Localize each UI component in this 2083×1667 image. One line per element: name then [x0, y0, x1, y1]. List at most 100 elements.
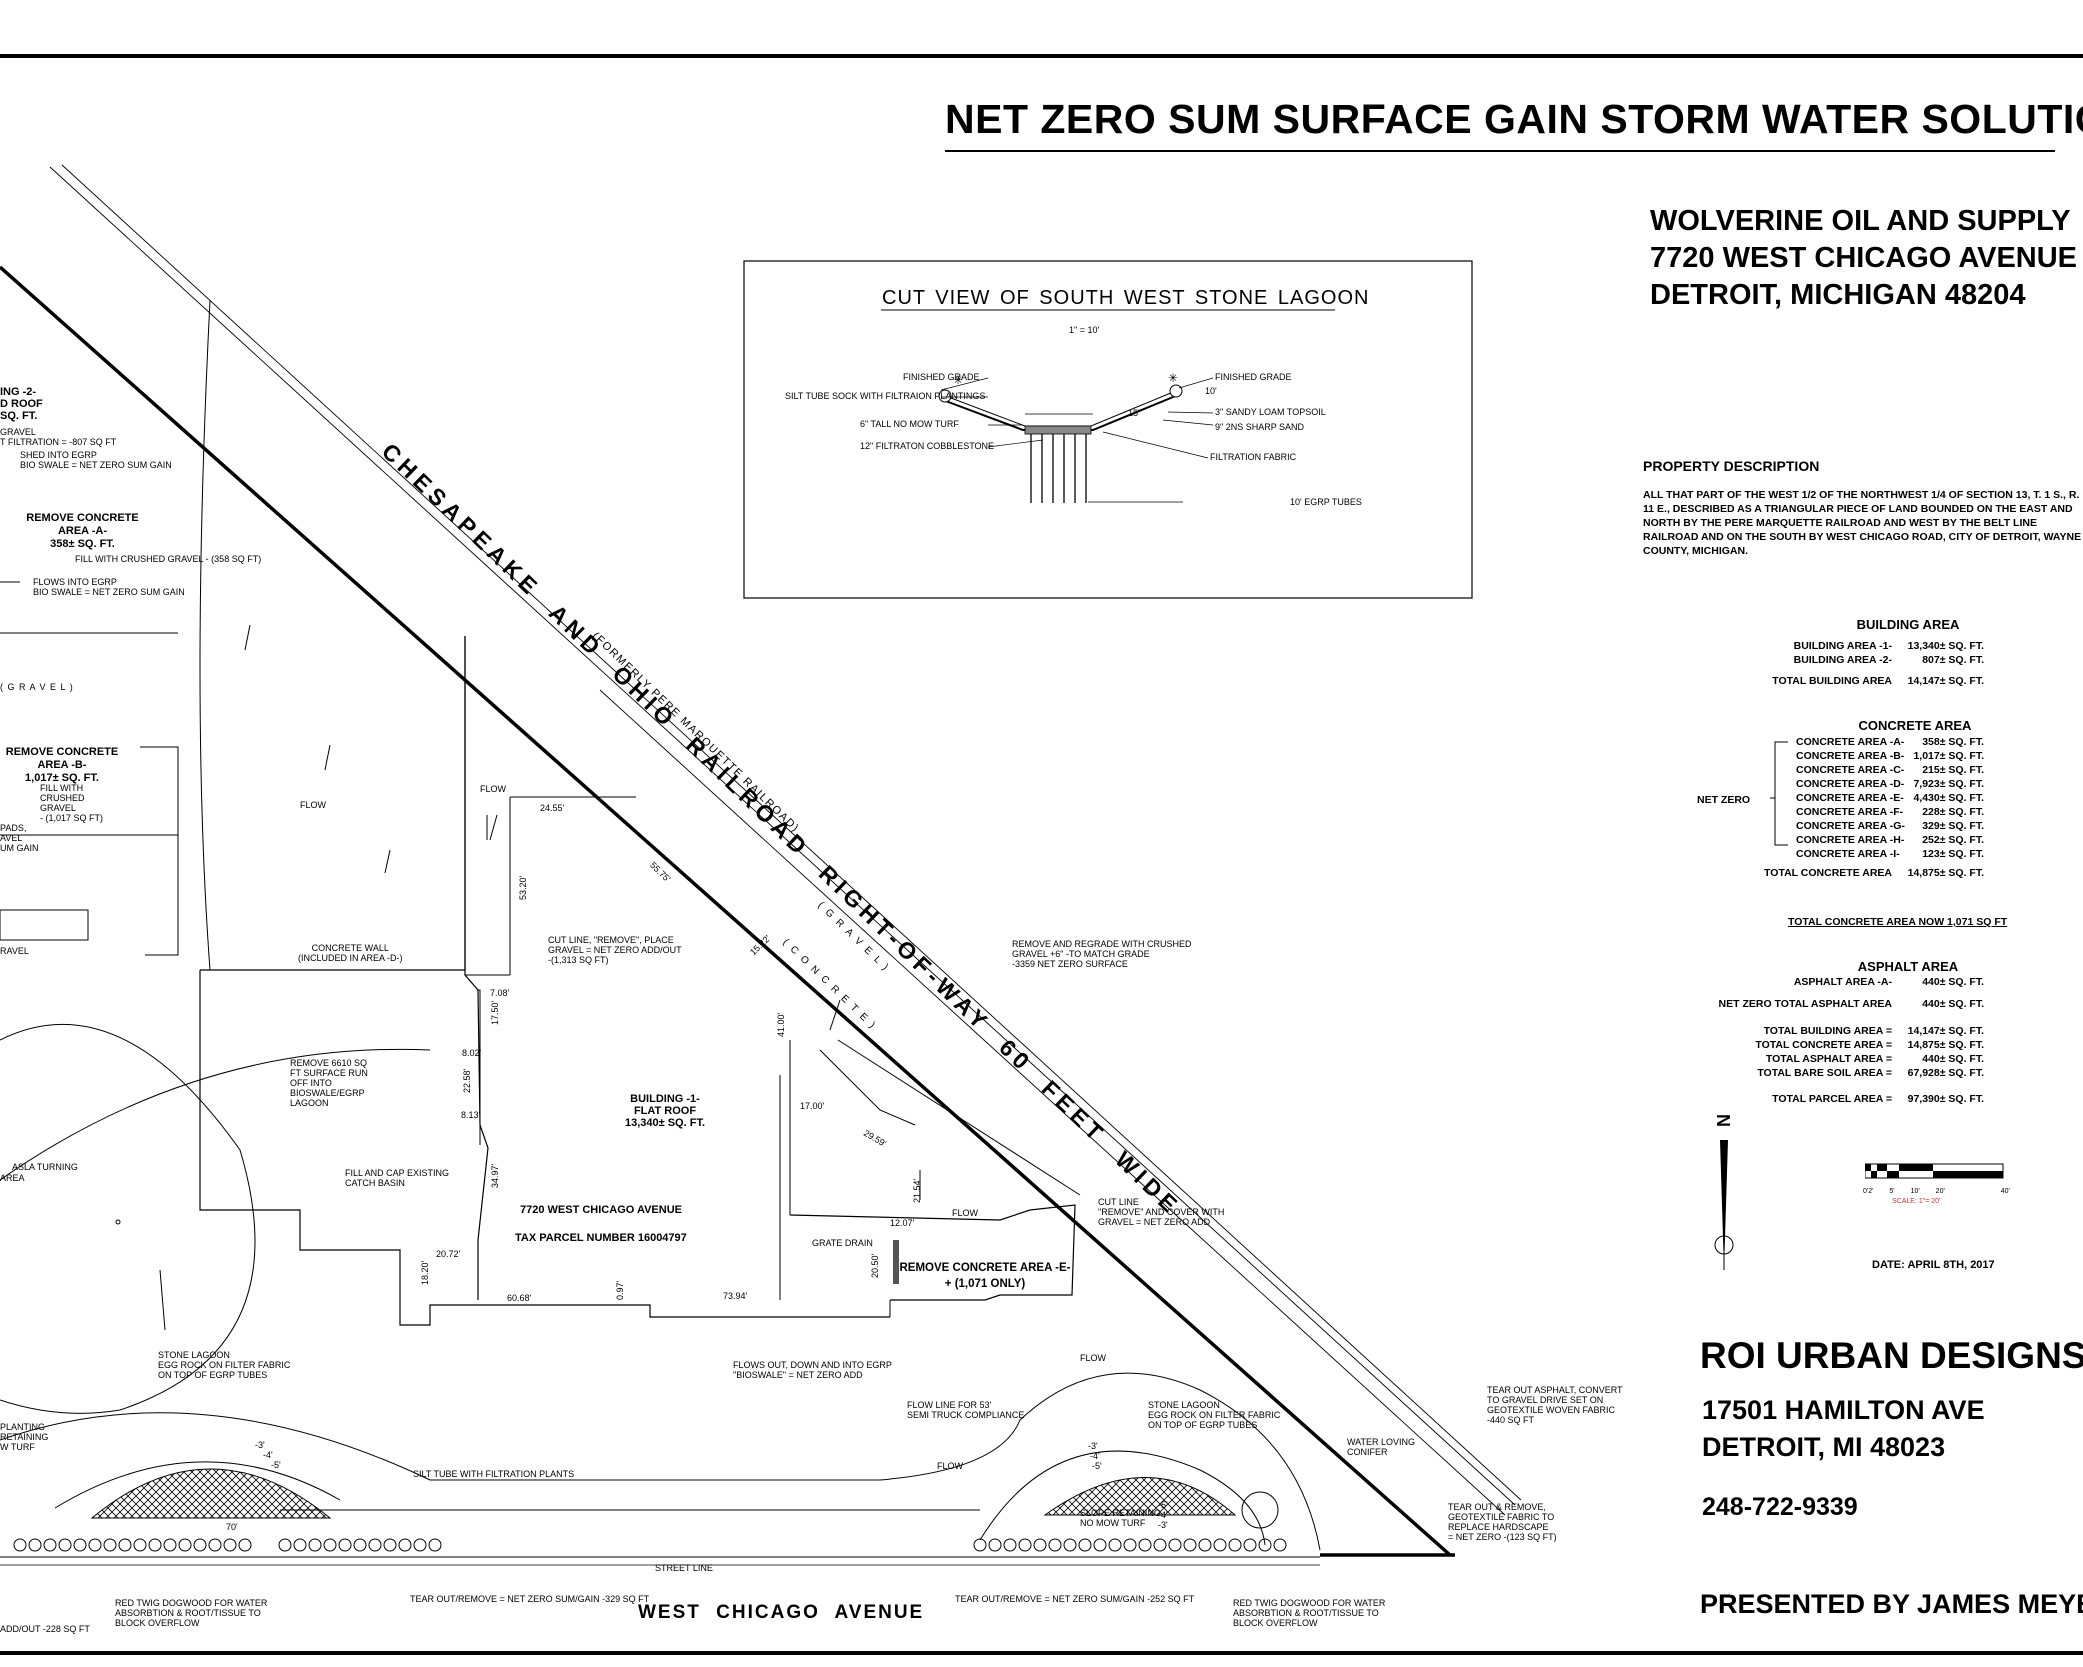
cut-label-finished-grade-right: FINISHED GRADE	[1215, 372, 1292, 382]
cut-label-sand: 9" 2NS SHARP SAND	[1215, 422, 1305, 432]
totals-asphalt: TOTAL ASPHALT AREA =440± SQ. FT.	[1765, 1053, 1984, 1065]
concrete-area-row: CONCRETE AREA -G-329± SQ. FT.	[1796, 820, 1984, 832]
cut-label-fabric: FILTRATION FABRIC	[1210, 452, 1297, 462]
totals-building: TOTAL BUILDING AREA =14,147± SQ. FT.	[1763, 1025, 1984, 1037]
svg-text:✳: ✳	[953, 373, 963, 387]
site-address: 7720 WEST CHICAGO AVENUE	[520, 1204, 682, 1216]
dim-73-94: 73.94'	[723, 1291, 748, 1301]
grate-drain-label: GRATE DRAIN	[812, 1238, 873, 1248]
remove-concrete-e-label: REMOVE CONCRETE AREA -E-+ (1,071 ONLY)	[899, 1262, 1071, 1290]
remove-a-fill-note: FILL WITH CRUSHED GRAVEL - (358 SQ FT)	[75, 554, 262, 564]
flow-label-5: FLOW	[937, 1461, 963, 1471]
cut-dim-15: 15'	[1128, 408, 1140, 418]
cut-label-tubes: 10' EGRP TUBES	[1290, 497, 1362, 507]
flow-line-note: FLOW LINE FOR 53'SEMI TRUCK COMPLIANCE	[907, 1400, 1025, 1420]
remove-a-bioswale-note: BIO SWALE = NET ZERO SUM GAIN	[33, 587, 185, 597]
dim-70: 70'	[226, 1522, 238, 1532]
designer-name: ROI URBAN DESIGNS	[1700, 1335, 2083, 1376]
concrete-wall-note: CONCRETE WALL(INCLUDED IN AREA -D-)	[298, 943, 403, 963]
cut-view-title: CUT VIEW OF SOUTH WEST STONE LAGOON	[882, 287, 1370, 309]
gravel-left-label: ( G R A V E L )	[0, 682, 74, 692]
tax-parcel: TAX PARCEL NUMBER 16004797	[515, 1232, 687, 1244]
designer-address: 17501 HAMILTON AVE DETROIT, MI 48023	[1702, 1392, 1985, 1466]
dim-34-97: 34.97'	[490, 1163, 500, 1188]
cut-dim-10: 10'	[1205, 386, 1217, 396]
dim-22-58: 22.58'	[462, 1068, 472, 1093]
owner-block: WOLVERINE OIL AND SUPPLY 7720 WEST CHICA…	[1650, 203, 2077, 314]
tear-252-note: TEAR OUT/REMOVE = NET ZERO SUM/GAIN -252…	[955, 1594, 1195, 1604]
net-zero-bracket	[1770, 741, 1788, 846]
building-area-1: BUILDING AREA -1-13,340± SQ. FT.	[1793, 640, 1984, 652]
concrete-area-row: CONCRETE AREA -I-123± SQ. FT.	[1796, 848, 1984, 860]
cut-label-finished-grade-left: FINISHED GRADE	[903, 372, 980, 382]
dim-17-50: 17.50'	[490, 1000, 500, 1025]
owner-name: WOLVERINE OIL AND SUPPLY	[1650, 205, 2071, 237]
cut-view-diagram: ✳ ✳	[743, 260, 1473, 599]
title-underline	[945, 150, 2055, 152]
right-lagoon-depths-left: -3'-4'-5'	[1088, 1441, 1102, 1471]
left-lagoon-depths: -3'-4'-5'	[255, 1440, 281, 1470]
dim-12-07: 12.07'	[890, 1218, 915, 1228]
svg-text:✳: ✳	[1168, 371, 1178, 385]
dim-24-55: 24.55'	[540, 803, 565, 813]
right-lagoon-depths-right: -5'-4'-3'	[1158, 1500, 1168, 1530]
owner-city: DETROIT, MICHIGAN 48204	[1650, 279, 2026, 311]
designer-street: 17501 HAMILTON AVE	[1702, 1395, 1985, 1425]
dim-41-00: 41.00'	[776, 1012, 786, 1037]
designer-city: DETROIT, MI 48023	[1702, 1432, 1946, 1462]
dim-7-08: 7.08'	[490, 988, 510, 998]
concrete-area-row: CONCRETE AREA -B-1,017± SQ. FT.	[1796, 750, 1984, 762]
property-description-heading: PROPERTY DESCRIPTION	[1643, 458, 1820, 474]
cut-label-topsoil: 3" SANDY LOAM TOPSOIL	[1215, 407, 1326, 417]
gravel-bottom-left: RAVEL	[0, 946, 29, 956]
concrete-area-row: CONCRETE AREA -D-7,923± SQ. FT.	[1796, 778, 1984, 790]
dim-60-68: 60.68'	[507, 1293, 532, 1303]
flow-label-2: FLOW	[480, 784, 506, 794]
dim-8-02: 8.02'	[462, 1048, 482, 1058]
designer-phone: 248-722-9339	[1702, 1493, 1858, 1521]
concrete-area-row: CONCRETE AREA -C-215± SQ. FT.	[1796, 764, 1984, 776]
totals-concrete: TOTAL CONCRETE AREA =14,875± SQ. FT.	[1755, 1039, 1984, 1051]
add-out-note: ADD/OUT -228 SQ FT	[0, 1624, 90, 1634]
cut-view-scale: 1" = 10'	[1069, 325, 1100, 335]
presented-by: PRESENTED BY JAMES MEYE	[1700, 1589, 2083, 1619]
property-description-text: ALL THAT PART OF THE WEST 1/2 OF THE NOR…	[1643, 489, 2082, 557]
scale-bar	[1865, 1163, 2004, 1179]
concrete-area-row: CONCRETE AREA -A-358± SQ. FT.	[1796, 736, 1984, 748]
total-parcel-area: TOTAL PARCEL AREA =97,390± SQ. FT.	[1772, 1093, 1984, 1105]
concrete-area-row: CONCRETE AREA -F-228± SQ. FT.	[1796, 806, 1984, 818]
building-area-2: BUILDING AREA -2-807± SQ. FT.	[1793, 654, 1984, 666]
dim-8-13: 8.13'	[461, 1110, 481, 1120]
asphalt-area-a: ASPHALT AREA -A-440± SQ. FT.	[1793, 976, 1984, 988]
dim-18-20: 18.20'	[420, 1260, 430, 1285]
street-line-label: STREET LINE	[655, 1563, 713, 1573]
owner-street: 7720 WEST CHICAGO AVENUE	[1650, 242, 2078, 274]
scale-label: SCALE: 1"= 20'	[1892, 1198, 1941, 1205]
dim-17-00: 17.00'	[800, 1101, 825, 1111]
dim-20-50: 20.50'	[870, 1253, 880, 1278]
concrete-area-heading: CONCRETE AREA	[1858, 718, 1972, 733]
drawing-date: DATE: APRIL 8TH, 2017	[1872, 1259, 1995, 1271]
totals-bare-soil: TOTAL BARE SOIL AREA =67,928± SQ. FT.	[1757, 1067, 1984, 1079]
